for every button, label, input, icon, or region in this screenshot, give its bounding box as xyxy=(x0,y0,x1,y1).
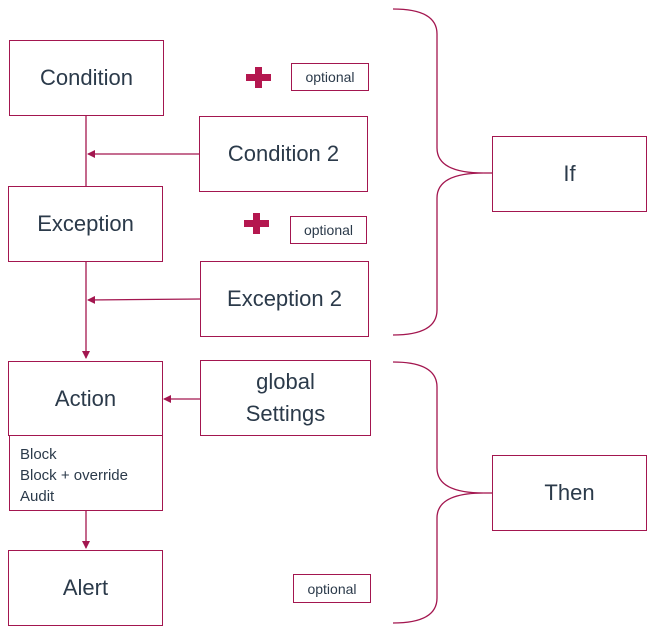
global-settings-box: global Settings xyxy=(200,360,371,436)
brace-then xyxy=(392,361,485,624)
condition-box: Condition xyxy=(9,40,164,116)
action-options-list: Block Block + override Audit xyxy=(9,435,163,511)
global-settings-line1: global xyxy=(256,369,315,394)
brace-if xyxy=(392,8,485,336)
action-option: Audit xyxy=(20,488,55,505)
condition-label: Condition xyxy=(40,65,133,90)
then-label: Then xyxy=(544,480,595,505)
optional-tag: optional xyxy=(291,63,369,91)
if-box: If xyxy=(492,136,647,212)
condition2-box: Condition 2 xyxy=(199,116,368,192)
action-box: Action xyxy=(8,361,163,436)
if-label: If xyxy=(563,161,576,186)
action-label: Action xyxy=(54,385,117,411)
alert-box: Alert xyxy=(8,550,163,626)
then-box: Then xyxy=(492,455,647,531)
condition2-label: Condition 2 xyxy=(227,141,340,166)
exception2-box: Exception 2 xyxy=(200,261,369,337)
alert-label: Alert xyxy=(62,575,109,600)
arrow-exception2 xyxy=(87,295,202,304)
action-option: Block xyxy=(20,446,57,463)
exception2-label: Exception 2 xyxy=(227,286,342,311)
optional-tag: optional xyxy=(293,574,371,603)
optional-label: optional xyxy=(307,580,357,597)
optional-label: optional xyxy=(303,222,354,238)
plus-icon xyxy=(244,213,269,234)
exception-box: Exception xyxy=(8,186,163,262)
plus-icon xyxy=(246,67,271,88)
optional-label: optional xyxy=(305,69,355,85)
optional-tag: optional xyxy=(290,216,367,244)
global-settings-line2: Settings xyxy=(245,401,326,426)
exception-label: Exception xyxy=(37,211,134,236)
action-option: Block + override xyxy=(20,467,128,484)
